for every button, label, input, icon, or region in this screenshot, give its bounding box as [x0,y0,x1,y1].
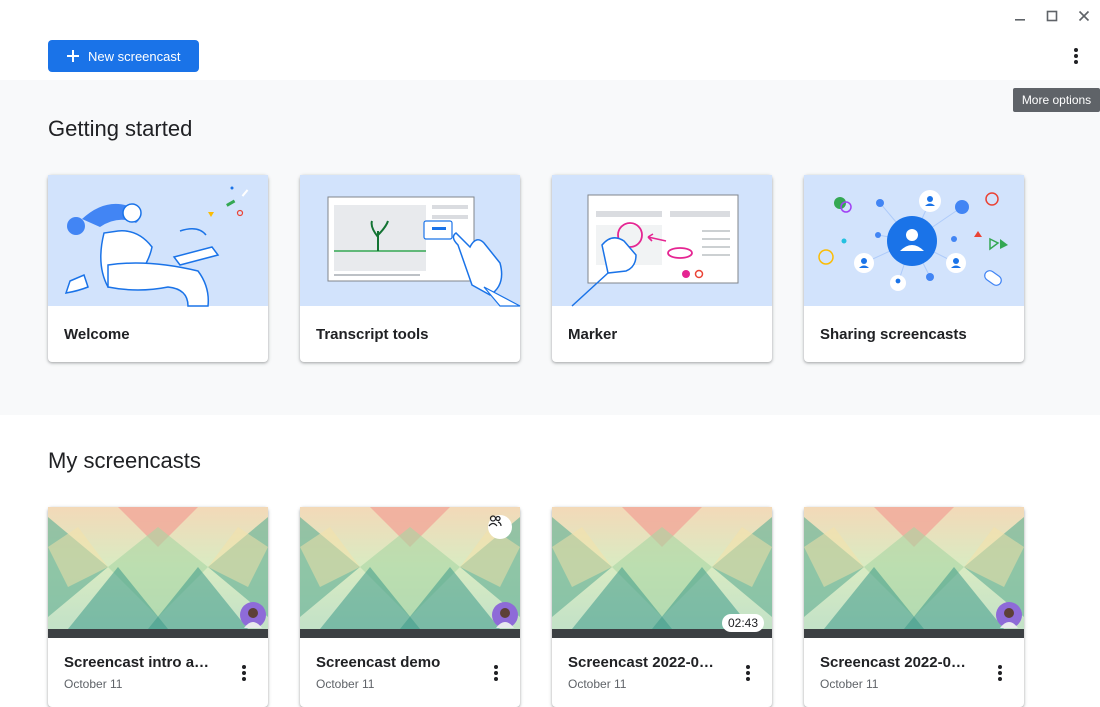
screencast-card[interactable]: Screencast demo October 11 [300,507,520,707]
screencast-card[interactable]: 02:43 Screencast 2022-0… October 11 [552,507,772,707]
screencast-thumbnail [300,507,520,638]
card-label: Transcript tools [316,326,429,343]
thumbnail-taskbar [300,629,520,638]
screencast-date: October 11 [64,677,123,691]
screencast-menu-button[interactable] [984,657,1016,689]
more-options-button[interactable] [1060,40,1092,72]
getting-started-title: Getting started [48,116,193,141]
screencast-card[interactable]: Screencast intro a… October 11 [48,507,268,707]
duration-badge: 02:43 [721,614,764,632]
screencast-card[interactable]: Screencast 2022-0… October 11 [804,507,1024,707]
more-vert-icon [242,665,246,681]
minimize-icon [1015,19,1025,21]
screencast-menu-button[interactable] [732,657,764,689]
avatar [996,602,1022,628]
app-header: New screencast [0,32,1100,80]
more-vert-icon [1074,48,1078,64]
more-vert-icon [746,665,750,681]
close-button[interactable] [1068,0,1100,32]
card-label: Marker [568,326,618,343]
screencast-menu-button[interactable] [480,657,512,689]
avatar [492,602,518,628]
people-icon [488,515,502,527]
screencast-title: Screencast 2022-0… [820,654,966,671]
transcript-tools-card[interactable]: Transcript tools [300,175,521,362]
screencast-date: October 11 [820,677,879,691]
marker-card[interactable]: Marker [552,175,772,362]
welcome-card[interactable]: Welcome [48,175,268,362]
thumbnail-taskbar [48,629,268,638]
screencast-title: Screencast intro a… [64,654,210,671]
screencast-thumbnail [48,507,268,638]
maximize-icon [1046,10,1058,22]
screencast-thumbnail [804,507,1024,638]
transcript-tools-illustration [300,175,521,307]
screencast-date: October 11 [568,677,627,691]
minimize-button[interactable] [1004,0,1036,32]
welcome-illustration [48,175,268,307]
shared-badge [488,515,512,539]
screencast-menu-button[interactable] [228,657,260,689]
plus-icon [66,49,80,63]
window-controls [1004,0,1100,32]
sharing-illustration [804,175,1024,306]
new-screencast-button[interactable]: New screencast [48,40,199,72]
more-vert-icon [998,665,1002,681]
screencast-title: Screencast 2022-0… [568,654,714,671]
thumbnail-taskbar [804,629,1024,638]
screencast-title: Screencast demo [316,654,441,671]
screencast-thumbnail: 02:43 [552,507,772,638]
card-label: Welcome [64,326,130,343]
new-screencast-label: New screencast [88,48,181,64]
more-options-tooltip: More options [1013,88,1100,112]
sharing-screencasts-card[interactable]: Sharing screencasts [804,175,1024,362]
screencast-date: October 11 [316,677,375,691]
my-screencasts-title: My screencasts [48,448,201,473]
avatar [240,602,266,628]
card-label: Sharing screencasts [820,326,967,343]
thumbnail-taskbar [552,629,772,638]
close-icon [1078,10,1090,22]
marker-illustration [552,175,772,307]
more-vert-icon [494,665,498,681]
maximize-button[interactable] [1036,0,1068,32]
